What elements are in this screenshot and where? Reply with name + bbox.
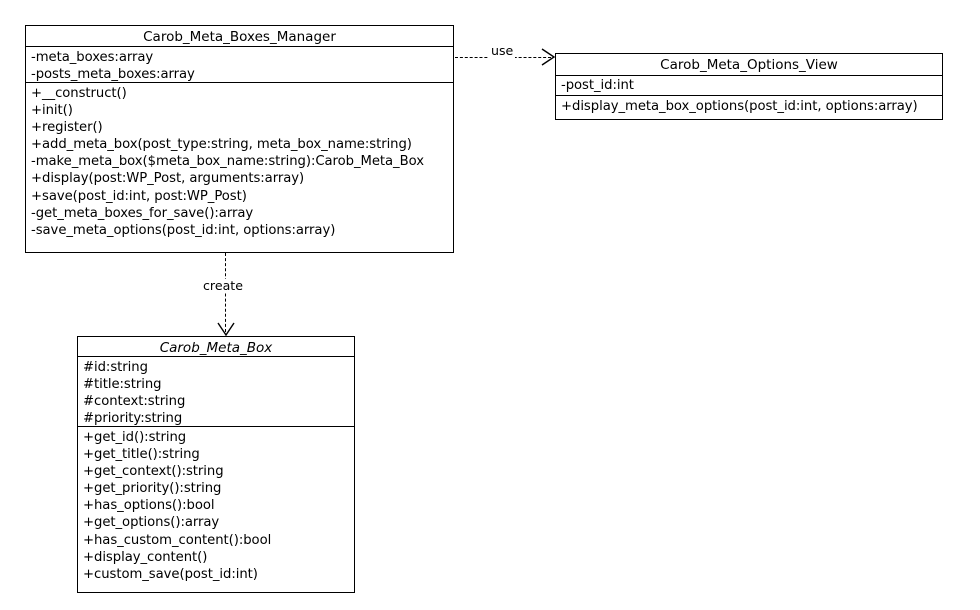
attribute: -post_id:int [561, 78, 634, 93]
class-operations-carob-meta-boxes-manager: +__construct() +init() +register() +add_… [26, 83, 453, 242]
operation: +save(post_id:int, post:WP_Post) [31, 188, 247, 204]
class-title-carob-meta-box: Carob_Meta_Box [78, 337, 354, 357]
operation: +__construct() [31, 86, 127, 101]
use-dependency-label: use [489, 43, 516, 58]
operation: +custom_save(post_id:int) [83, 566, 258, 582]
attribute: -posts_meta_boxes:array [31, 67, 195, 83]
class-attributes-carob-meta-options-view: -post_id:int [556, 76, 942, 96]
attribute: #context:string [83, 394, 186, 410]
operation: +has_custom_content():bool [83, 532, 272, 548]
class-title-carob-meta-options-view: Carob_Meta_Options_View [556, 54, 942, 76]
operation: -save_meta_options(post_id:int, options:… [31, 222, 336, 238]
class-attributes-carob-meta-boxes-manager: -meta_boxes:array -posts_meta_boxes:arra… [26, 47, 453, 83]
operation: +get_priority():string [83, 481, 222, 497]
class-title-carob-meta-boxes-manager: Carob_Meta_Boxes_Manager [26, 26, 453, 47]
operation: +has_options():bool [83, 498, 215, 514]
operation: +get_context():string [83, 464, 224, 480]
class-box-carob-meta-boxes-manager[interactable]: Carob_Meta_Boxes_Manager -meta_boxes:arr… [25, 25, 454, 253]
class-operations-carob-meta-box: +get_id():string +get_title():string +ge… [78, 427, 354, 586]
attribute: -meta_boxes:array [31, 50, 154, 65]
attribute: #title:string [83, 377, 162, 393]
operation: +get_options():array [83, 515, 220, 531]
operation: +display_content() [83, 549, 208, 565]
operation: +add_meta_box(post_type:string, meta_box… [31, 137, 412, 153]
operation: +register() [31, 120, 103, 136]
operation: +get_title():string [83, 447, 200, 463]
class-attributes-carob-meta-box: #id:string #title:string #context:string… [78, 357, 354, 427]
operation: +get_id():string [83, 430, 187, 445]
operation: -get_meta_boxes_for_save():array [31, 205, 254, 221]
class-box-carob-meta-box[interactable]: Carob_Meta_Box #id:string #title:string … [77, 336, 355, 593]
class-box-carob-meta-options-view[interactable]: Carob_Meta_Options_View -post_id:int +di… [555, 53, 943, 120]
use-dependency-arrowhead [541, 48, 556, 66]
class-operations-carob-meta-options-view: +display_meta_box_options(post_id:int, o… [556, 96, 942, 118]
create-dependency-label: create [201, 278, 245, 293]
operation: -make_meta_box($meta_box_name:string):Ca… [31, 154, 424, 170]
create-dependency-arrowhead [217, 322, 235, 337]
operation: +display(post:WP_Post, arguments:array) [31, 171, 305, 187]
operation: +display_meta_box_options(post_id:int, o… [561, 99, 918, 114]
operation: +init() [31, 103, 73, 119]
attribute: #priority:string [83, 411, 183, 427]
attribute: #id:string [83, 360, 148, 375]
